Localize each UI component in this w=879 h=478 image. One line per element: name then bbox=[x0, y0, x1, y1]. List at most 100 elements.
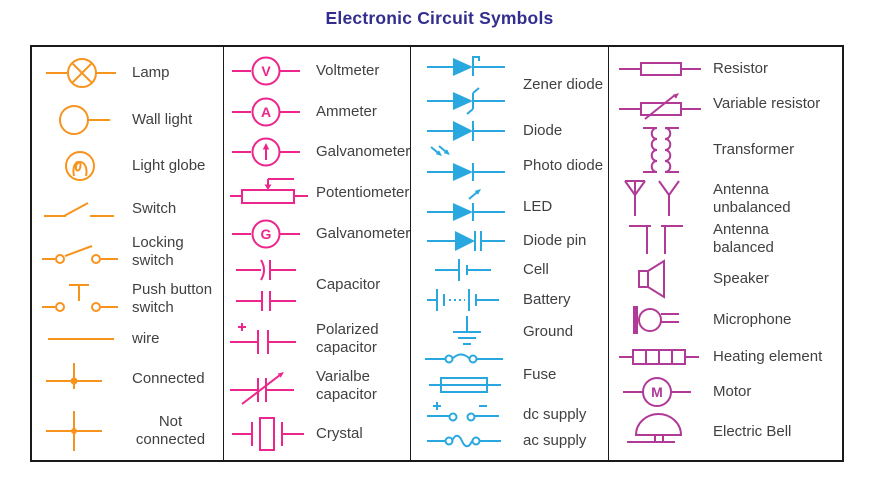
symbol-label: Diode bbox=[523, 122, 563, 140]
symbol-row: Diode bbox=[411, 117, 608, 146]
symbol-label: ac supply bbox=[523, 432, 587, 450]
switch-icon bbox=[32, 194, 132, 224]
symbol-row: Push button switch bbox=[32, 279, 223, 319]
symbol-label: Variable resistor bbox=[713, 95, 821, 113]
symbol-label: Microphone bbox=[713, 311, 792, 329]
symbol-row: Cell bbox=[411, 255, 608, 284]
symbol-row: LED bbox=[411, 187, 608, 226]
symbol-label: Potentiometer bbox=[316, 183, 410, 201]
svg-text:G: G bbox=[261, 226, 272, 242]
symbol-row: Connected bbox=[32, 359, 223, 399]
symbol-row: Antenna unbalanced bbox=[609, 178, 842, 220]
galvanometer-arrow-icon bbox=[224, 135, 316, 169]
symbol-row: Light globe bbox=[32, 148, 223, 184]
symbol-label: Heating element bbox=[713, 347, 823, 365]
diode-icon bbox=[411, 116, 523, 146]
symbol-label: Ground bbox=[523, 322, 574, 340]
symbol-row: Crystal bbox=[224, 415, 410, 453]
symbol-label: Battery bbox=[523, 290, 571, 308]
lamp-icon bbox=[32, 54, 132, 92]
light-globe-icon bbox=[32, 148, 132, 184]
symbol-label: Capacitor bbox=[316, 276, 381, 294]
symbol-row: Fuse bbox=[411, 349, 608, 400]
symbol-label: Ammeter bbox=[316, 102, 377, 120]
symbol-row: dc supply bbox=[411, 400, 608, 429]
symbol-label: Motor bbox=[713, 382, 752, 400]
symbol-label: Antenna unbalanced bbox=[713, 180, 791, 216]
symbol-label: Light globe bbox=[132, 156, 206, 174]
symbol-row: Photo diode bbox=[411, 145, 608, 187]
speaker-icon bbox=[609, 258, 713, 300]
symbol-label: dc supply bbox=[523, 405, 587, 423]
page-title: Electronic Circuit Symbols bbox=[325, 8, 554, 28]
antenna-unbalanced-icon bbox=[609, 178, 713, 220]
symbol-row: Not connected bbox=[32, 409, 223, 453]
symbol-label: Antenna balanced bbox=[713, 220, 774, 256]
electric-bell-icon bbox=[609, 411, 713, 453]
symbol-row: M Motor bbox=[609, 374, 842, 410]
symbol-row: Antenna balanced bbox=[609, 221, 842, 257]
voltmeter-icon: V bbox=[224, 54, 316, 88]
symbol-row: Transformer bbox=[609, 124, 842, 176]
crystal-icon bbox=[224, 415, 316, 453]
svg-text:V: V bbox=[261, 63, 271, 79]
symbol-label: Switch bbox=[132, 199, 177, 217]
symbol-label: Push button switch bbox=[132, 281, 213, 317]
symbol-row: Varialbe capacitor bbox=[224, 364, 410, 408]
symbol-row: Polarized capacitor bbox=[224, 320, 410, 358]
symbol-row: Locking switch bbox=[32, 234, 223, 270]
symbol-label: Galvanometer bbox=[316, 224, 411, 242]
symbol-row: Microphone bbox=[609, 301, 842, 339]
symbol-row: Lamp bbox=[32, 54, 223, 92]
symbol-row: Zener diode bbox=[411, 54, 608, 117]
antenna-balanced-icon bbox=[609, 221, 713, 257]
ammeter-icon: A bbox=[224, 95, 316, 129]
symbol-row: Resistor bbox=[609, 54, 842, 84]
potentiometer-icon bbox=[224, 176, 316, 210]
cell-icon bbox=[411, 255, 523, 285]
symbol-row: ac supply bbox=[411, 430, 608, 453]
wire-icon bbox=[32, 329, 132, 349]
wall-light-icon bbox=[32, 102, 132, 138]
symbol-label: wire bbox=[132, 330, 160, 348]
symbol-row: Speaker bbox=[609, 258, 842, 300]
symbol-label: Electric Bell bbox=[713, 422, 792, 440]
symbol-row: Heating element bbox=[609, 341, 842, 373]
symbol-row: Galvanometer bbox=[224, 135, 410, 169]
heating-element-icon bbox=[609, 341, 713, 373]
transformer-icon bbox=[609, 124, 713, 176]
symbol-label: Cell bbox=[523, 261, 549, 279]
symbol-label: LED bbox=[523, 197, 553, 215]
symbol-row: Battery bbox=[411, 285, 608, 314]
resistor-icon bbox=[609, 54, 713, 84]
symbol-row: Diode pin bbox=[411, 226, 608, 255]
symbol-label: Not connected bbox=[135, 413, 206, 448]
symbol-label: Speaker bbox=[713, 270, 769, 288]
photo-diode-icon bbox=[411, 145, 523, 187]
svg-text:M: M bbox=[651, 384, 663, 400]
fuse-icon bbox=[411, 349, 523, 401]
symbol-label: Galvanometer bbox=[316, 143, 411, 161]
symbol-label: Transformer bbox=[713, 141, 795, 159]
capacitor-icon bbox=[224, 257, 316, 313]
locking-switch-icon bbox=[32, 238, 132, 266]
symbol-label: Polarized capacitor bbox=[316, 320, 379, 356]
symbol-row: G Galvanometer bbox=[224, 217, 410, 251]
svg-text:A: A bbox=[261, 104, 271, 120]
variable-capacitor-icon bbox=[224, 364, 316, 408]
symbol-row: wire bbox=[32, 329, 223, 349]
symbol-label: Locking switch bbox=[132, 233, 184, 269]
symbol-row: Potentiometer bbox=[224, 176, 410, 210]
symbol-row: Wall light bbox=[32, 102, 223, 138]
symbol-row: Electric Bell bbox=[609, 411, 842, 453]
connected-icon bbox=[32, 359, 132, 399]
symbol-label: Photo diode bbox=[523, 157, 604, 175]
symbol-label: Diode pin bbox=[523, 231, 587, 249]
galvanometer-g-icon: G bbox=[224, 217, 316, 251]
